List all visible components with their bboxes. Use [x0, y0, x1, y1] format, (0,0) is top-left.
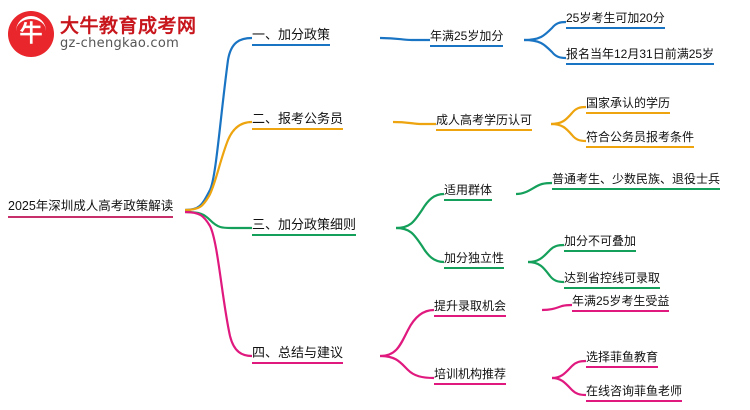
mindmap-branch-1-child-1[interactable]: 年满25岁加分 [430, 30, 504, 47]
bull-horns-icon [16, 16, 46, 31]
wire-b4-c2-l1 [551, 359, 587, 380]
wire-b1-c1-l2 [523, 38, 567, 60]
mindmap-branch-3-child-1-leaf-1[interactable]: 普通考生、少数民族、退役士兵 [552, 173, 721, 190]
mindmap-branch-4-child-2-leaf-2[interactable]: 在线咨询菲鱼老师 [586, 385, 683, 402]
logo-title: 大牛教育成考网 [60, 15, 197, 37]
wire-b3-c1-l1 [515, 181, 553, 196]
wire-b4-c1 [379, 308, 435, 358]
mindmap-branch-2[interactable]: 二、报考公务员 [252, 112, 344, 130]
bull-logo-icon: 牛 [8, 11, 54, 57]
wire-b2-c1 [392, 120, 436, 126]
wire-root-branch1 [184, 36, 253, 212]
wire-b4-c1-l1 [541, 303, 573, 312]
logo-text-block: 大牛教育成考网 gz-chengkao.com [60, 16, 197, 53]
wire-root-branch2 [184, 120, 253, 212]
wire-b3-c2-l2 [527, 260, 565, 284]
wire-b3-c2 [395, 226, 445, 264]
mindmap-branch-4-child-2-leaf-1[interactable]: 选择菲鱼教育 [586, 351, 659, 368]
mindmap-branch-3[interactable]: 三、加分政策细则 [252, 218, 357, 236]
mindmap-branch-3-child-2-leaf-1[interactable]: 加分不可叠加 [564, 235, 637, 252]
wire-b2-c1-l1 [550, 105, 587, 126]
logo-subtitle: gz-chengkao.com [60, 36, 180, 52]
mindmap-branch-1-leaf-2[interactable]: 报名当年12月31日前满25岁 [566, 48, 715, 65]
wire-b4-c2 [379, 354, 435, 380]
mindmap-branch-4[interactable]: 四、总结与建议 [252, 346, 344, 364]
site-logo: 牛 大牛教育成考网 gz-chengkao.com [8, 8, 216, 60]
wire-b2-c1-l2 [550, 122, 587, 143]
wire-root-branch3 [184, 210, 252, 230]
mindmap-branch-3-child-1[interactable]: 适用群体 [444, 184, 493, 201]
mindmap-branch-1[interactable]: 一、加分政策 [252, 28, 331, 46]
mindmap-branch-2-child-1[interactable]: 成人高考学历认可 [436, 114, 533, 131]
wire-root-branch4 [184, 210, 253, 358]
mindmap-branch-3-child-2-leaf-2[interactable]: 达到省控线可录取 [564, 272, 661, 289]
mindmap-branch-4-child-2[interactable]: 培训机构推荐 [434, 368, 507, 385]
mindmap-branch-2-leaf-2[interactable]: 符合公务员报考条件 [586, 131, 695, 148]
wire-b4-c2-l2 [551, 376, 587, 397]
mindmap-branch-1-leaf-1[interactable]: 25岁考生可加20分 [566, 12, 665, 29]
mindmap-branch-4-child-1[interactable]: 提升录取机会 [434, 300, 507, 317]
mindmap-branch-4-child-1-leaf-1[interactable]: 年满25岁考生受益 [572, 295, 670, 312]
wire-b3-c2-l1 [527, 243, 565, 264]
mindmap-branch-2-leaf-1[interactable]: 国家承认的学历 [586, 97, 671, 114]
wire-b1-c1 [379, 36, 430, 42]
mindmap-branch-3-child-2[interactable]: 加分独立性 [444, 252, 505, 269]
wire-b3-c1 [395, 192, 445, 230]
wire-b1-c1-l1 [523, 20, 567, 42]
mindmap-root-node[interactable]: 2025年深圳成人高考政策解读 [8, 200, 174, 218]
